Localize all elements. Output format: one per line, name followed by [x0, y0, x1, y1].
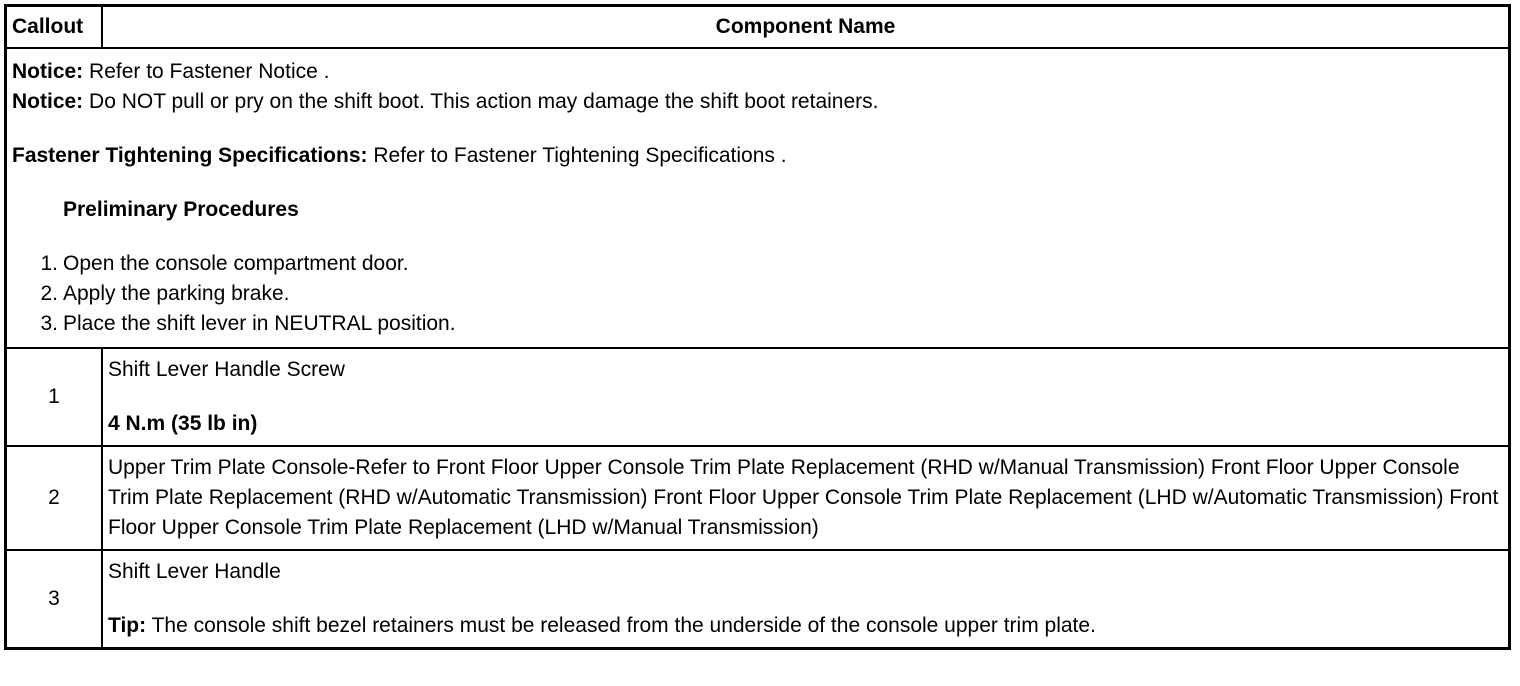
notice-text: Refer to Fastener Notice .	[83, 60, 330, 83]
fastener-spec: Fastener Tightening Specifications: Refe…	[12, 141, 1503, 171]
step-text: Apply the parking brake.	[63, 282, 290, 305]
header-row: Callout Component Name	[5, 5, 1510, 49]
intro-row: Notice: Refer to Fastener Notice . Notic…	[5, 47, 1510, 349]
callout-cell: 2	[5, 445, 103, 551]
step-text: Open the console compartment door.	[63, 252, 409, 275]
step-number: 2.	[40, 282, 58, 305]
component-cell: Shift Lever Handle Tip: The console shif…	[101, 549, 1510, 649]
notice-label: Notice:	[12, 60, 84, 83]
step-number: 1.	[40, 252, 58, 275]
list-item: 1.Open the console compartment door.	[12, 249, 1503, 279]
notice-label: Notice:	[12, 90, 84, 113]
spec-text: Refer to Fastener Tightening Specificati…	[367, 144, 787, 167]
list-item: 2.Apply the parking brake.	[12, 279, 1503, 309]
callout-cell: 1	[5, 347, 103, 447]
preliminary-steps: 1.Open the console compartment door. 2.A…	[12, 249, 1503, 339]
notice-text: Do NOT pull or pry on the shift boot. Th…	[83, 90, 879, 113]
tip-label: Tip:	[108, 614, 147, 637]
spec-label: Fastener Tightening Specifications:	[12, 144, 368, 167]
callout-cell: 3	[5, 549, 103, 649]
procedure-table: Callout Component Name Notice: Refer to …	[4, 4, 1511, 650]
component-name: Shift Lever Handle	[108, 560, 281, 583]
preliminary-heading: Preliminary Procedures	[63, 198, 299, 221]
intro-cell: Notice: Refer to Fastener Notice . Notic…	[5, 47, 1510, 349]
component-cell: Shift Lever Handle Screw 4 N.m (35 lb in…	[101, 347, 1510, 447]
list-item: 3.Place the shift lever in NEUTRAL posit…	[12, 309, 1503, 339]
step-text: Place the shift lever in NEUTRAL positio…	[63, 312, 456, 335]
callout-column-header: Callout	[5, 5, 103, 49]
table-row: 1 Shift Lever Handle Screw 4 N.m (35 lb …	[5, 347, 1510, 447]
torque-spec: 4 N.m (35 lb in)	[108, 412, 258, 435]
tip: Tip: The console shift bezel retainers m…	[108, 611, 1503, 641]
component-name-column-header: Component Name	[101, 5, 1510, 49]
step-number: 3.	[40, 312, 58, 335]
notice-fastener: Notice: Refer to Fastener Notice .	[12, 57, 1503, 87]
table-row: 2 Upper Trim Plate Console-Refer to Fron…	[5, 445, 1510, 551]
tip-text: The console shift bezel retainers must b…	[146, 614, 1096, 637]
component-name: Upper Trim Plate Console-Refer to Front …	[108, 456, 1499, 539]
table-row: 3 Shift Lever Handle Tip: The console sh…	[5, 549, 1510, 649]
component-name: Shift Lever Handle Screw	[108, 358, 345, 381]
component-cell: Upper Trim Plate Console-Refer to Front …	[101, 445, 1510, 551]
notice-shift-boot: Notice: Do NOT pull or pry on the shift …	[12, 87, 1503, 117]
